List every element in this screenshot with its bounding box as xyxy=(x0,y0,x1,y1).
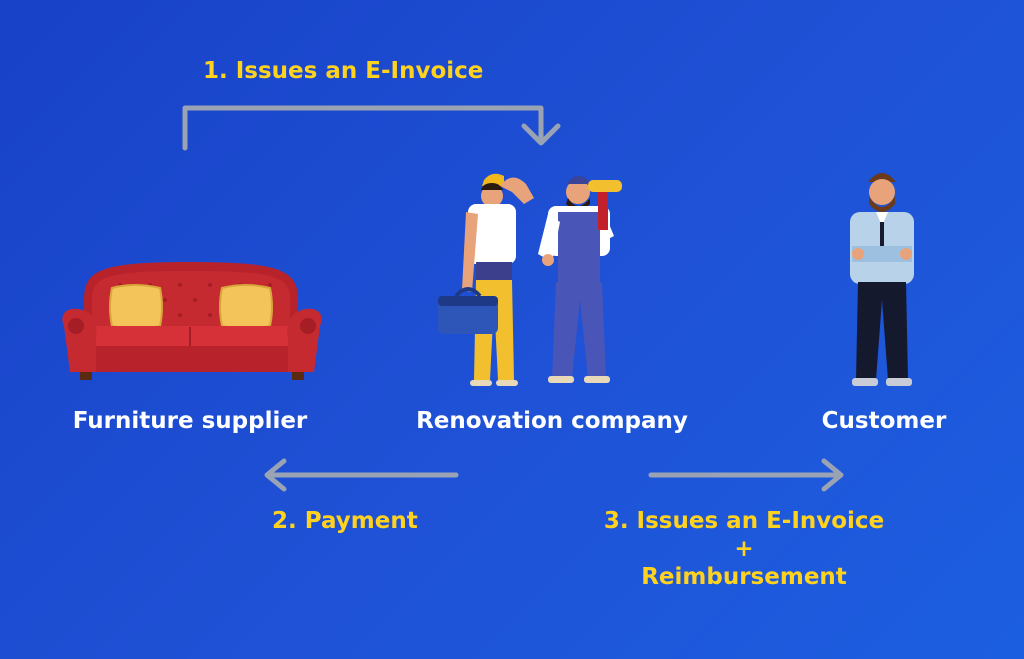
step-2-label: 2. Payment xyxy=(272,508,418,534)
step-3-label: 3. Issues an E-Invoice + Reimbursement xyxy=(556,508,932,590)
step-3-line-3: Reimbursement xyxy=(641,564,847,590)
arrow-step-1 xyxy=(182,105,544,151)
actor-renovation-company-label: Renovation company xyxy=(416,408,688,434)
actor-furniture-supplier-label: Furniture supplier xyxy=(72,408,308,434)
arrow-step-3-head xyxy=(821,458,844,492)
arrow-step-1-head xyxy=(521,123,561,146)
step-1-label: 1. Issues an E-Invoice xyxy=(203,58,484,84)
step-3-line-1: 3. Issues an E-Invoice xyxy=(603,508,885,534)
arrow-step-2-head xyxy=(264,458,287,492)
step-3-line-2: + xyxy=(734,536,754,562)
actor-customer-label: Customer xyxy=(821,408,947,434)
